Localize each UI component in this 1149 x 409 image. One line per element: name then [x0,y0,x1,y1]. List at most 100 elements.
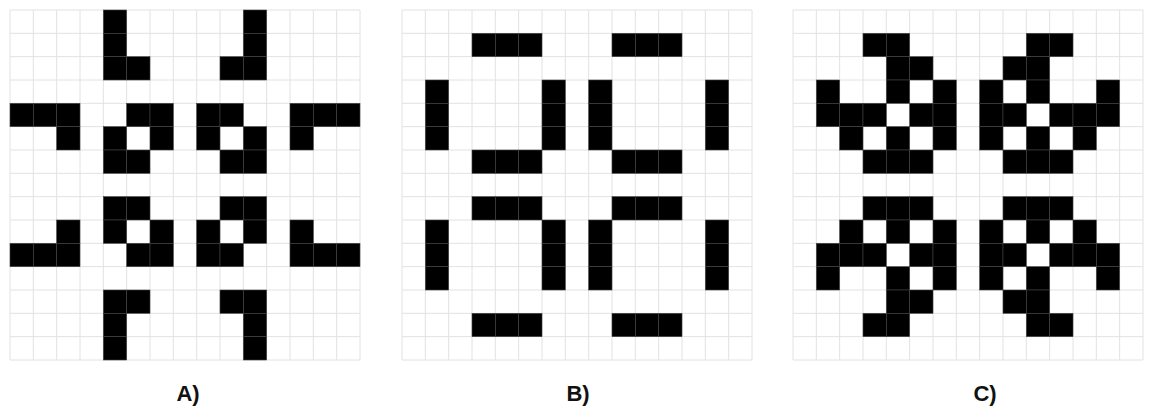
live-cell [472,313,495,336]
live-cell [103,313,126,336]
live-cell [33,243,56,266]
grid-line [402,290,752,291]
live-cell [1096,80,1119,103]
grid-line [10,33,360,34]
grid-line [612,10,613,360]
live-cell [863,313,886,336]
live-cell [933,127,956,150]
live-cell [542,220,565,243]
live-cell [290,127,313,150]
grid-line [402,10,752,11]
panel-label: B) [566,381,589,407]
live-cell [705,267,728,290]
grid-line [956,10,957,360]
live-cell [127,57,150,80]
live-cell [1026,267,1049,290]
live-cell [980,267,1003,290]
grid-line [10,360,360,361]
live-cell [425,267,448,290]
live-cell [103,33,126,56]
live-cell [863,150,886,173]
live-cell [933,80,956,103]
live-cell [1003,243,1026,266]
live-cell [103,337,126,360]
live-cell [290,243,313,266]
live-cell [910,103,933,126]
live-cell [103,197,126,220]
live-cell [103,10,126,33]
live-cell [542,243,565,266]
grid-line [402,126,752,127]
live-cell [243,150,266,173]
live-cell [103,127,126,150]
grid-line [10,10,11,360]
live-cell [1026,290,1049,313]
grid-line [658,10,659,360]
live-cell [1026,127,1049,150]
live-cell [816,80,839,103]
live-cell [57,103,80,126]
grid-line [402,336,752,337]
live-cell [705,220,728,243]
live-cell [612,313,635,336]
live-cell [886,33,909,56]
live-cell [886,290,909,313]
live-cell [816,103,839,126]
live-cell [519,197,542,220]
live-cell [886,80,909,103]
live-cell [933,220,956,243]
live-cell [863,33,886,56]
live-cell [519,150,542,173]
live-cell [57,127,80,150]
live-cell [1026,80,1049,103]
grid-line [360,10,361,360]
live-cell [243,197,266,220]
live-cell [425,103,448,126]
live-cell [220,150,243,173]
grid-line [313,10,314,360]
grid-line [402,196,752,197]
live-cell [150,220,173,243]
live-cell [127,197,150,220]
live-cell [1073,127,1096,150]
live-cell [840,243,863,266]
live-cell [933,243,956,266]
live-cell [542,103,565,126]
live-cell [57,243,80,266]
grid-line [10,290,360,291]
live-cell [589,243,612,266]
live-cell [519,33,542,56]
panel-label: C) [973,381,996,407]
live-cell [150,243,173,266]
grid-line [565,10,566,360]
live-cell [659,197,682,220]
live-cell [1073,103,1096,126]
live-cell [243,313,266,336]
grid-line [793,173,1143,174]
live-cell [980,103,1003,126]
live-cell [220,243,243,266]
live-cell [495,33,518,56]
grid-line [1073,10,1074,360]
live-cell [1050,33,1073,56]
grid-line [793,80,1143,81]
live-cell [980,220,1003,243]
live-cell [933,103,956,126]
live-cell [10,243,33,266]
grid-line [1119,10,1120,360]
live-cell [659,313,682,336]
life-grid [10,10,360,360]
live-cell [472,197,495,220]
grid-line [402,220,752,221]
live-cell [495,313,518,336]
live-cell [589,127,612,150]
live-cell [1026,150,1049,173]
grid-line [518,10,519,360]
live-cell [635,150,658,173]
live-cell [243,10,266,33]
live-cell [1003,197,1026,220]
live-cell [589,80,612,103]
live-cell [472,150,495,173]
grid-line [793,290,1143,291]
panel-label: A) [176,381,199,407]
